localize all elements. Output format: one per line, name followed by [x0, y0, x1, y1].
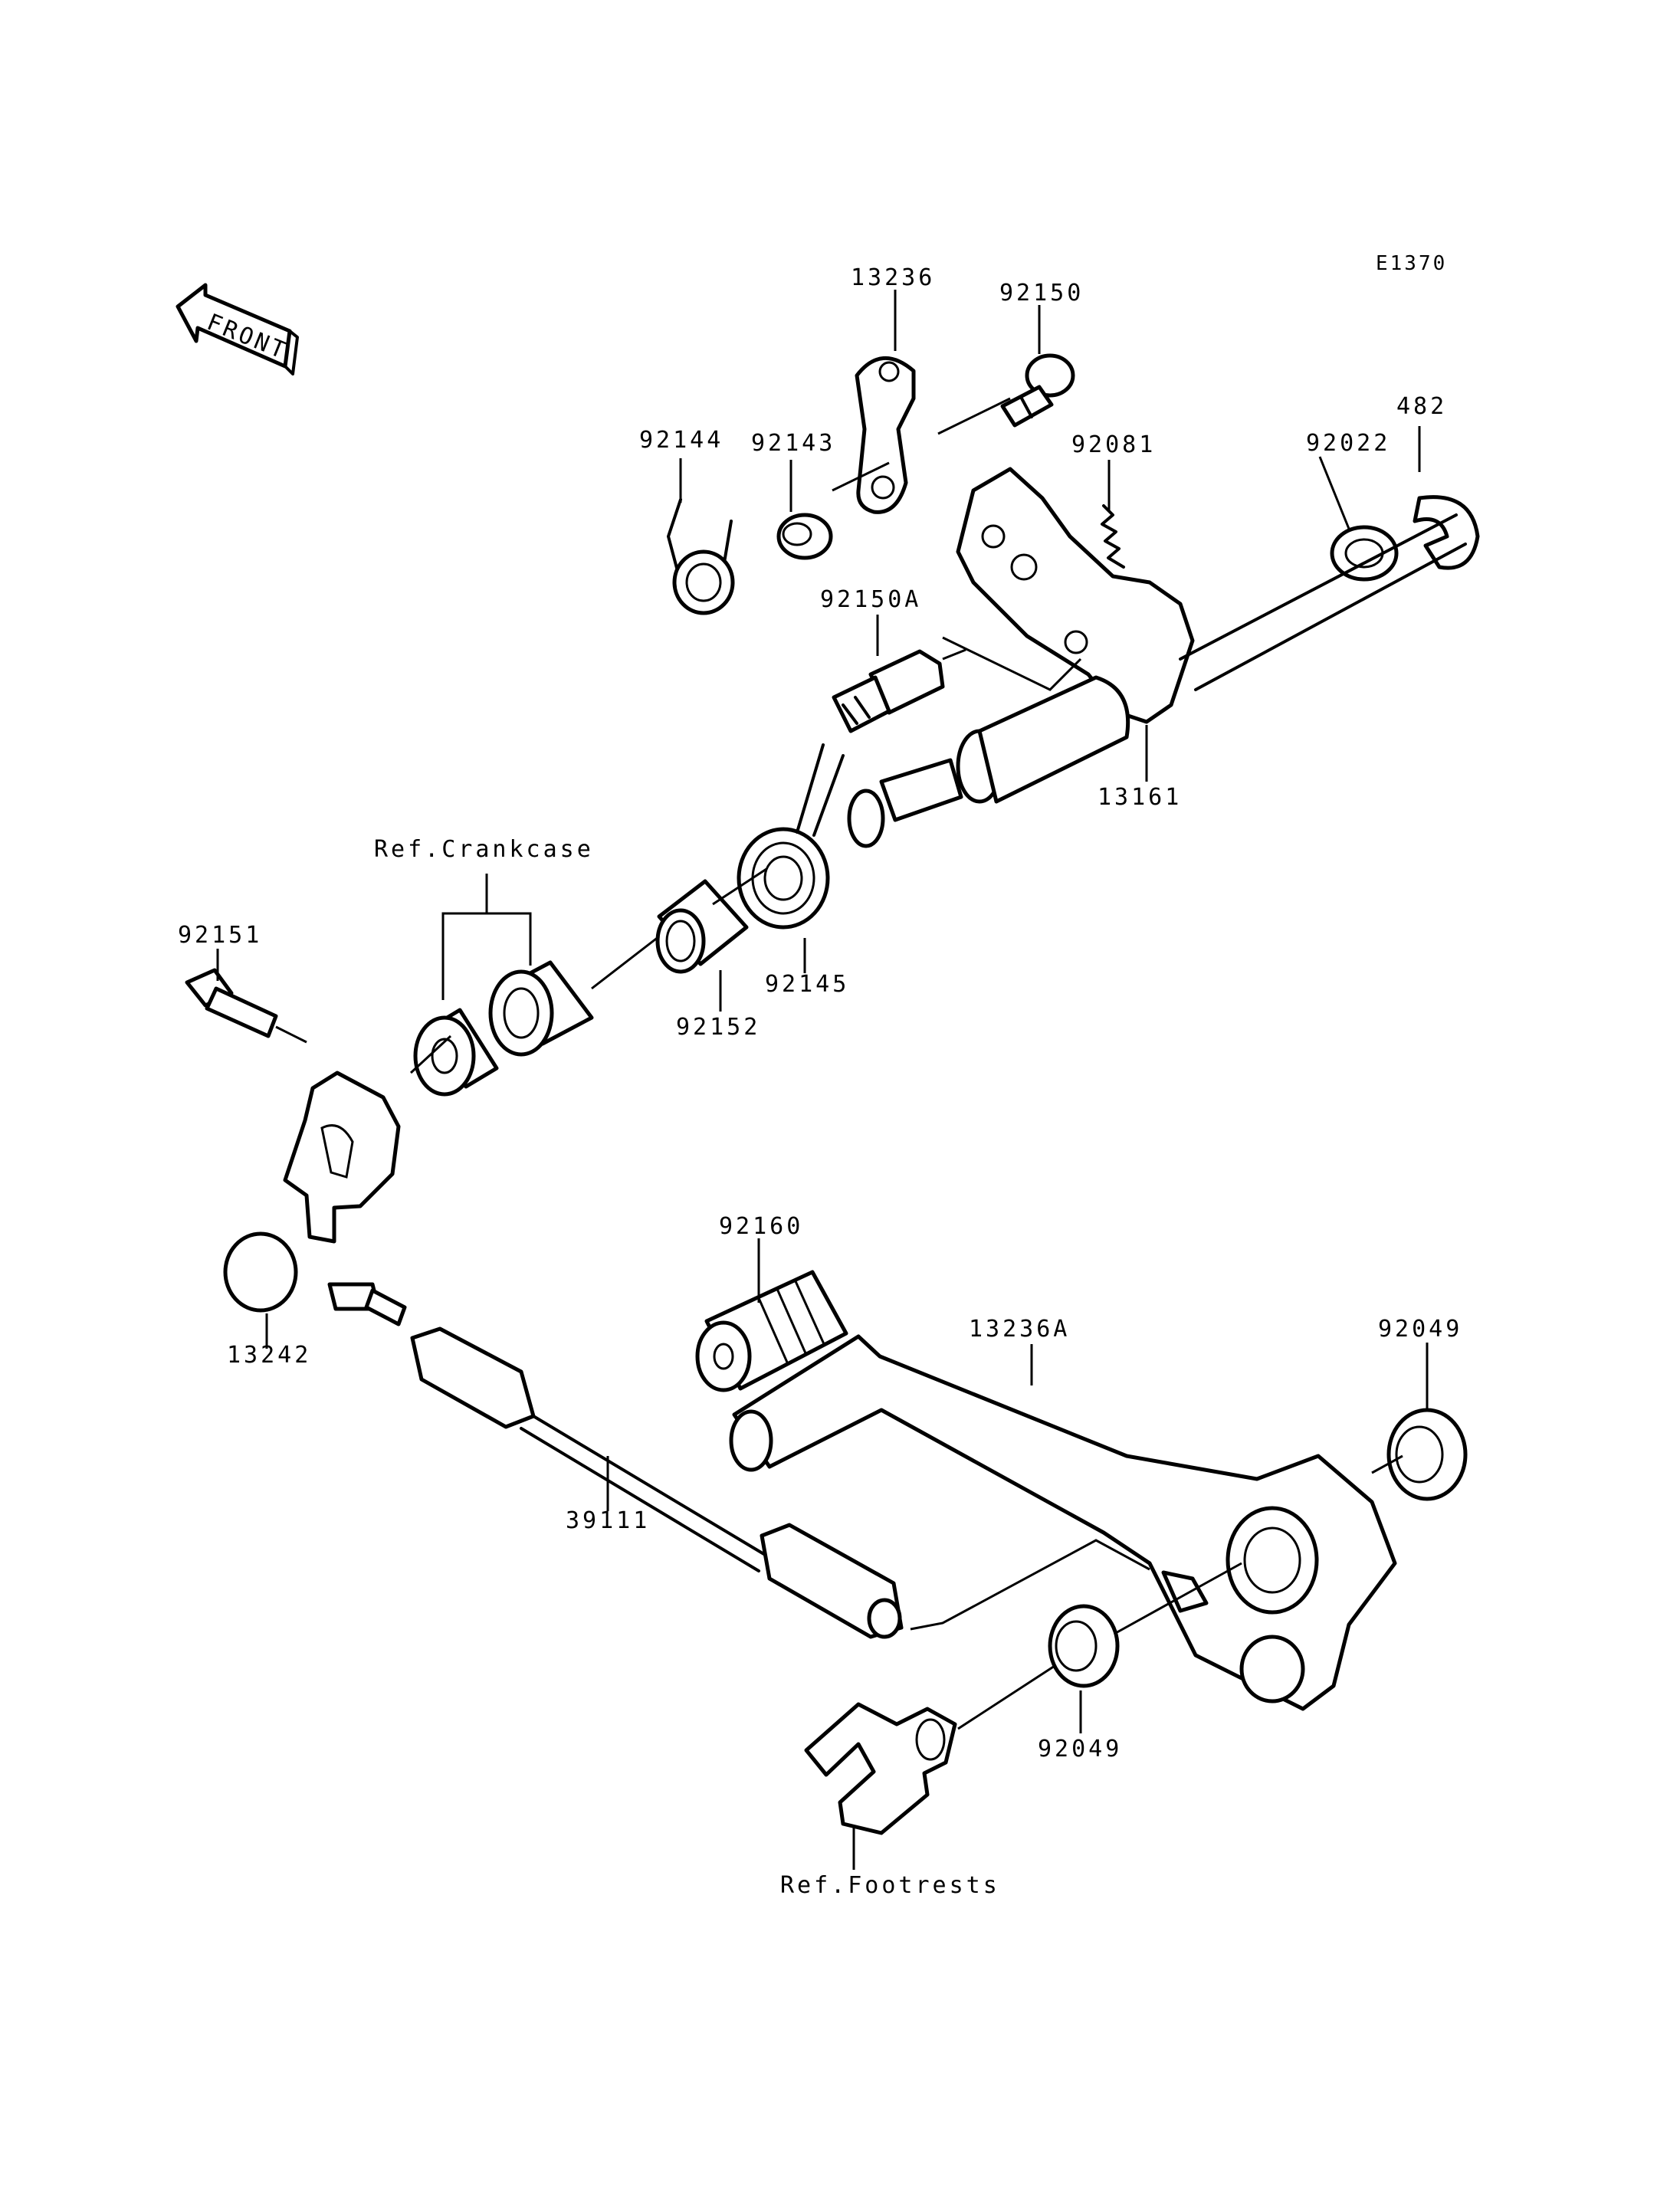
label-92143: 92143 — [751, 430, 835, 457]
label-39111: 39111 — [566, 1507, 650, 1534]
label-92144: 92144 — [639, 427, 724, 454]
label-ref-crankcase: Ref.Crankcase — [374, 836, 594, 863]
label-92049-bottom: 92049 — [1038, 1736, 1122, 1763]
ref-crankcase-bearings — [413, 960, 594, 1097]
label-92145: 92145 — [765, 971, 849, 998]
label-13161: 13161 — [1098, 784, 1182, 811]
part-92150A-bolt — [832, 649, 945, 733]
part-39111-tie-rod — [410, 1326, 904, 1639]
label-13236: 13236 — [851, 264, 935, 291]
part-92049-seal-top — [1386, 1408, 1468, 1501]
part-92160-rubber — [695, 1270, 848, 1392]
part-13242-lever — [223, 1071, 407, 1326]
front-arrow-icon: FRONT — [176, 283, 299, 375]
part-13236-link — [855, 356, 916, 514]
part-92022-washer — [1330, 525, 1399, 582]
diagram-code: E1370 — [1376, 252, 1447, 275]
part-92152-bushing — [655, 879, 749, 974]
label-13242: 13242 — [227, 1342, 311, 1369]
part-92081-spring — [1101, 504, 1125, 569]
leader-lines — [216, 290, 1429, 1870]
label-92152: 92152 — [676, 1014, 760, 1041]
label-ref-footrests: Ref.Footrests — [780, 1872, 1000, 1899]
ref-footrests-bracket — [804, 1702, 957, 1835]
label-92151: 92151 — [178, 922, 262, 949]
part-92151-bolt — [185, 968, 278, 1038]
label-92160: 92160 — [719, 1213, 803, 1240]
label-92022: 92022 — [1306, 430, 1390, 457]
part-92144-spring — [667, 498, 735, 615]
part-92150-bolt — [1000, 353, 1075, 428]
label-92150: 92150 — [999, 280, 1084, 307]
label-92049-top: 92049 — [1378, 1316, 1462, 1343]
part-92143-collar — [776, 513, 833, 560]
label-92081: 92081 — [1071, 431, 1156, 458]
label-13236A: 13236A — [969, 1316, 1070, 1343]
part-13236A-pedal — [729, 1334, 1397, 1711]
part-92145-spring — [737, 743, 845, 930]
part-13161-shift-shaft — [847, 467, 1467, 848]
label-482: 482 — [1396, 393, 1447, 420]
part-482-circlip — [1413, 495, 1480, 570]
part-92049-seal-bottom — [1048, 1604, 1120, 1688]
label-92150A: 92150A — [820, 586, 921, 613]
